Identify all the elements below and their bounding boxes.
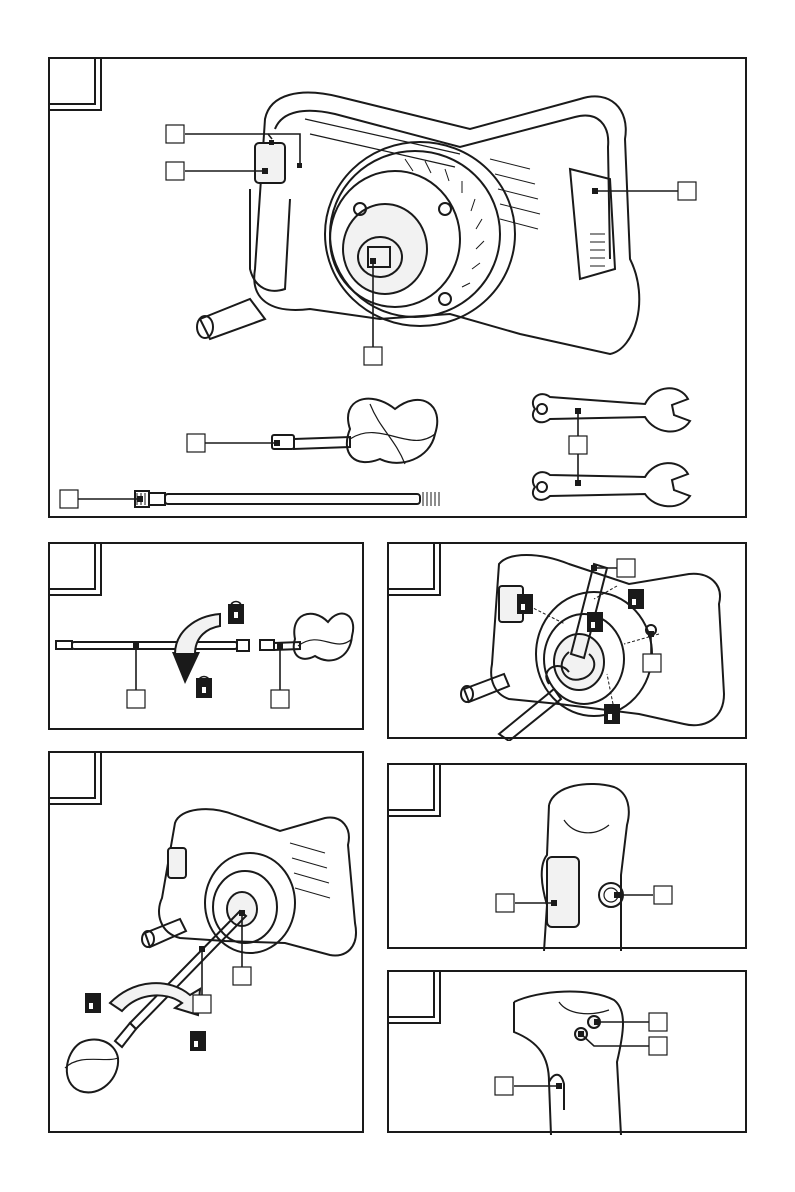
callout-box (643, 654, 661, 672)
lock-closed-icon (517, 594, 533, 614)
callout-box (166, 125, 184, 143)
extension-rod (56, 640, 249, 651)
figure-panel-handle-switch (387, 763, 747, 949)
mixer-body (197, 93, 639, 354)
lock-closed-icon (196, 677, 212, 699)
callout-box (233, 967, 251, 985)
mixing-paddle (260, 614, 353, 661)
callout-box (166, 162, 184, 180)
callout-box (617, 559, 635, 577)
mixer-body (461, 555, 724, 725)
callout-box (569, 436, 587, 454)
mixer-body (142, 809, 356, 955)
callout-box (678, 182, 696, 200)
wrench-lock-drawing (389, 544, 749, 741)
figure-panel-mounted-paddle (48, 751, 364, 1133)
lock-closed-icon (628, 589, 644, 609)
mixing-paddle (65, 1023, 136, 1092)
open-end-wrench-bottom (533, 463, 690, 506)
lock-open-icon (85, 993, 101, 1013)
callout-box (496, 894, 514, 912)
callout-box (649, 1013, 667, 1031)
callout-box (495, 1077, 513, 1095)
callout-box (271, 690, 289, 708)
figure-panel-speed-control (387, 970, 747, 1133)
mounted-paddle-drawing (50, 753, 366, 1135)
lock-open-icon (228, 602, 244, 625)
callout-box (60, 490, 78, 508)
figure-panel-attach-paddle (48, 542, 364, 730)
lock-closed-icon (587, 612, 603, 632)
callout-box (364, 347, 382, 365)
figure-panel-wrench-lock (387, 542, 747, 739)
open-end-wrench-top (533, 388, 690, 431)
callout-box (193, 995, 211, 1013)
handle-switch-drawing (389, 765, 749, 951)
lock-closed-icon (604, 704, 620, 724)
figure-panel-overview (48, 57, 747, 518)
callout-box (654, 886, 672, 904)
callout-box (127, 690, 145, 708)
extension-rod (135, 491, 439, 507)
speed-control-drawing (389, 972, 749, 1135)
handle (514, 992, 623, 1135)
callout-box (187, 434, 205, 452)
callout-box (649, 1037, 667, 1055)
mixing-paddle (272, 399, 437, 464)
lock-closed-icon (190, 1031, 206, 1051)
handle (542, 784, 629, 951)
attach-paddle-drawing (50, 544, 366, 732)
mixer-overview-drawing (50, 59, 749, 520)
